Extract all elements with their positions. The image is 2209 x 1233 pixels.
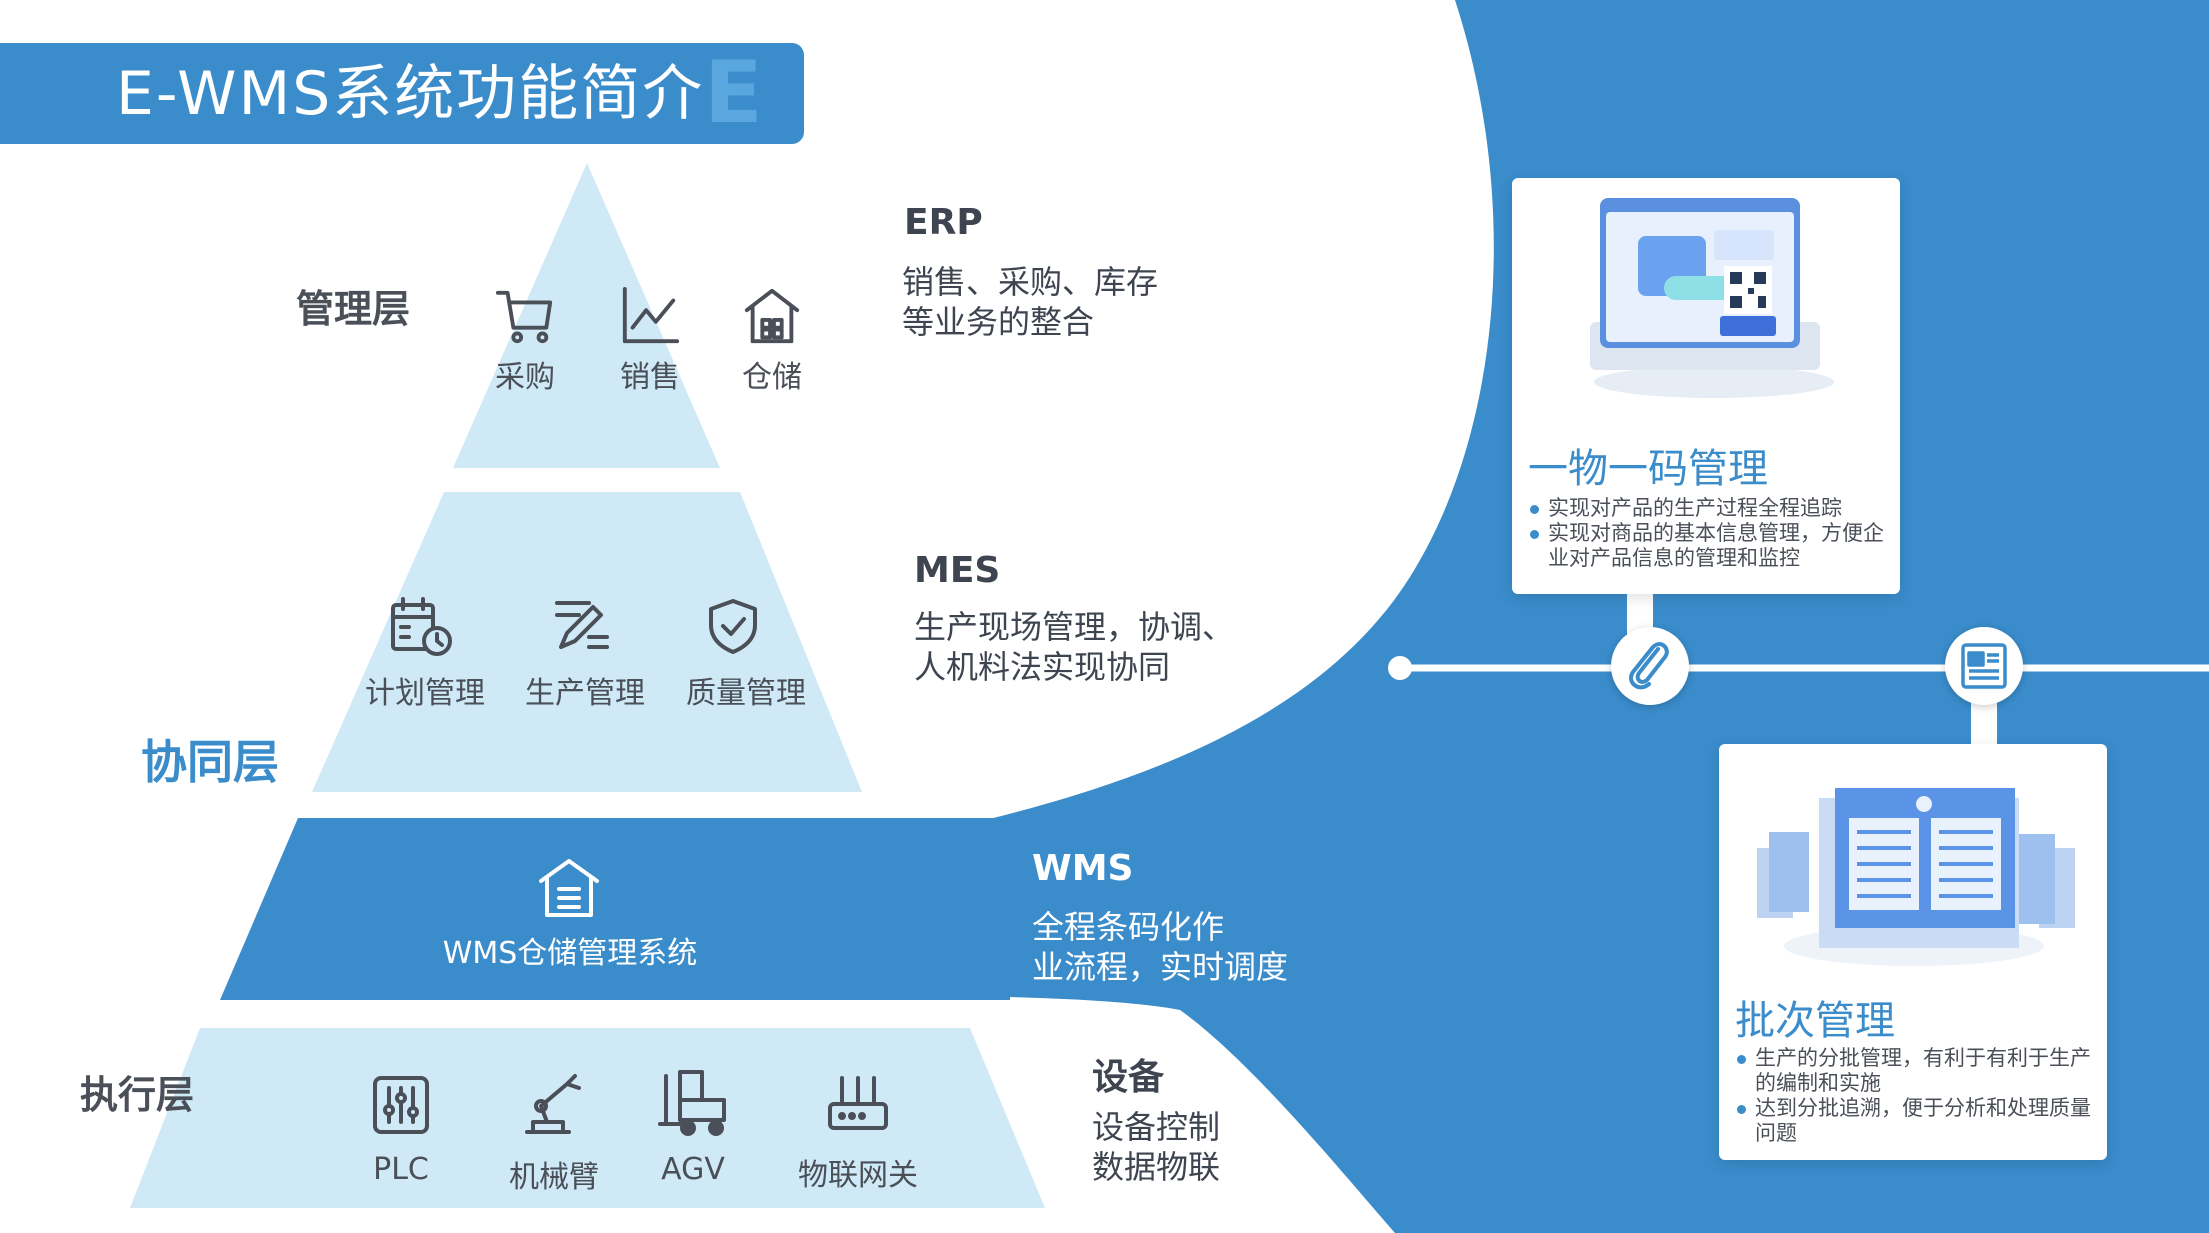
title-banner (0, 43, 804, 144)
qr-management-illustration (1564, 192, 1850, 404)
pyramid-tier-management (453, 163, 720, 468)
erp-desc-line2: 等业务的整合 (902, 303, 1095, 341)
wms-desc-line2: 业流程，实时调度 (1032, 948, 1289, 986)
pyramid-tier-execution (130, 1028, 1045, 1208)
icon-label-purchase: 采购 (495, 360, 555, 395)
mes-desc-line1: 生产现场管理，协调、 (914, 608, 1235, 646)
document-icon (1945, 627, 2023, 705)
paperclip-icon (1611, 627, 1689, 705)
page-title: E-WMS系统功能简介 (116, 59, 705, 129)
icon-label-sales: 销售 (620, 360, 680, 395)
wms-heading: WMS (1032, 848, 1134, 889)
icon-label-quality: 质量管理 (686, 676, 806, 711)
card-two-title: 批次管理 (1735, 998, 1895, 1044)
pyramid-tier-collaboration (312, 492, 862, 792)
mes-heading: MES (914, 550, 1001, 591)
cart-icon (494, 285, 556, 347)
sliders-icon (371, 1074, 431, 1136)
e-logo-icon: E (704, 43, 763, 143)
icon-label-planning: 计划管理 (365, 676, 485, 711)
icon-label-plc: PLC (373, 1152, 429, 1187)
card-one-bullet-1: 实现对产品的生产过程全程追踪 (1528, 496, 1888, 521)
wms-desc-line1: 全程条码化作 (1032, 908, 1225, 946)
card-one-item-one-code: 一物一码管理 实现对产品的生产过程全程追踪 实现对商品的基本信息管理，方便企业对… (1512, 178, 1900, 594)
edit-list-icon (553, 597, 609, 653)
wms-system-label: WMS仓储管理系统 (442, 936, 698, 971)
card-two-bullet-2: 达到分批追溯，便于分析和处理质量问题 (1735, 1096, 2095, 1146)
calendar-clock-icon (389, 597, 455, 657)
robot-arm-icon (519, 1070, 589, 1136)
device-desc-line2: 数据物联 (1092, 1148, 1221, 1186)
card-one-bullets: 实现对产品的生产过程全程追踪 实现对商品的基本信息管理，方便企业对产品信息的管理… (1528, 496, 1888, 571)
device-desc-line1: 设备控制 (1092, 1108, 1221, 1146)
shield-check-icon (705, 597, 761, 655)
icon-label-iot-gateway: 物联网关 (798, 1158, 918, 1193)
icon-label-storage: 仓储 (742, 360, 802, 395)
device-heading: 设备 (1092, 1057, 1165, 1098)
erp-desc-line1: 销售、采购、库存 (902, 263, 1159, 301)
layer-label-execution: 执行层 (80, 1073, 195, 1117)
timeline-start-dot (1388, 656, 1412, 680)
icon-label-agv: AGV (661, 1152, 725, 1187)
card-one-title: 一物一码管理 (1528, 446, 1768, 492)
mes-desc-line2: 人机料法实现协同 (914, 648, 1171, 686)
pyramid-tier-wms (220, 818, 1010, 1000)
icon-label-robot-arm: 机械臂 (509, 1160, 599, 1195)
layer-label-collaboration: 协同层 (141, 735, 279, 789)
card-two-bullet-1: 生产的分批管理，有利于有利于生产的编制和实施 (1735, 1046, 2095, 1096)
forklift-icon (658, 1066, 732, 1138)
card-two-batch: 批次管理 生产的分批管理，有利于有利于生产的编制和实施 达到分批追溯，便于分析和… (1719, 744, 2107, 1160)
line-chart-icon (619, 285, 681, 347)
icon-label-production: 生产管理 (525, 676, 645, 711)
erp-heading: ERP (904, 202, 983, 243)
layer-label-management: 管理层 (296, 287, 411, 331)
card-one-bullet-2: 实现对商品的基本信息管理，方便企业对产品信息的管理和监控 (1528, 521, 1888, 571)
card-two-bullets: 生产的分批管理，有利于有利于生产的编制和实施 达到分批追溯，便于分析和处理质量问… (1735, 1046, 2095, 1146)
wms-warehouse-icon (537, 857, 601, 919)
router-icon (826, 1074, 890, 1134)
warehouse-icon (741, 285, 803, 347)
batch-management-illustration (1749, 768, 2079, 978)
